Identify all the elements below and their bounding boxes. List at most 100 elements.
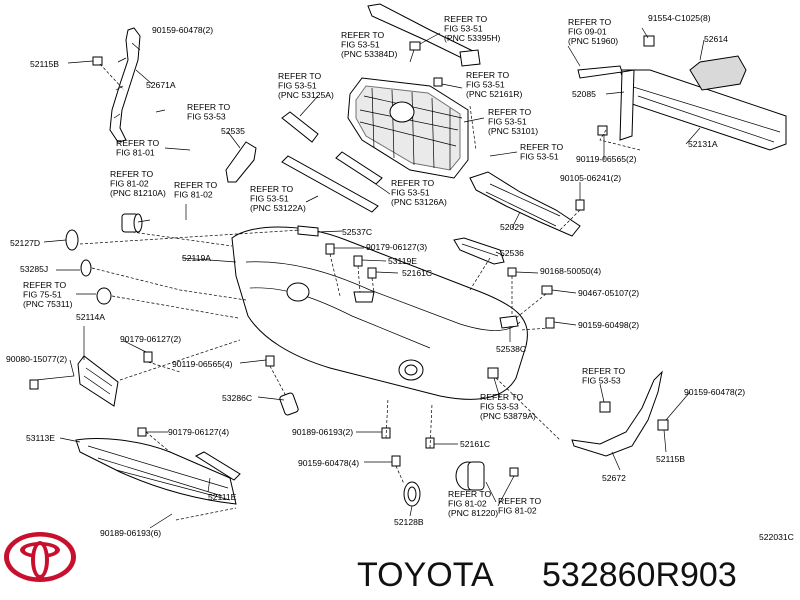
label-p90467-05107: 90467-05107(2)	[578, 288, 639, 298]
label-p52131a: 52131A	[688, 139, 718, 149]
label-line: REFER TO	[582, 366, 625, 376]
label-p52115b-left: 52115B	[30, 59, 59, 69]
label-line: (PNC 52161R)	[466, 89, 522, 99]
screw-90080	[29, 379, 39, 390]
label-p52127d: 52127D	[10, 238, 40, 248]
label-p52085: 52085	[572, 89, 596, 99]
label-line: REFER TO	[480, 392, 523, 402]
label-line: REFER TO	[444, 14, 487, 24]
label-line: (PNC 53395H)	[444, 33, 500, 43]
label-line: FIG 53-51	[391, 188, 430, 198]
label-line: (PNC 81220)	[448, 508, 498, 518]
side-bracket-52672	[571, 370, 663, 457]
grille-molding-53126a	[335, 151, 383, 185]
label-line: FIG 81-02	[174, 190, 213, 200]
label-line: REFER TO	[520, 142, 563, 152]
leader-lines	[35, 27, 705, 529]
label-line: FIG 81-02	[110, 179, 149, 189]
label-line: REFER TO	[278, 71, 321, 81]
clip-90467	[541, 285, 553, 295]
label-p90105-06241: 90105-06241(2)	[560, 173, 621, 183]
retainer-52538c	[499, 315, 519, 329]
label-p90168-50050: 90168-50050(4)	[540, 266, 601, 276]
label-line: FIG 53-51	[520, 152, 559, 162]
label-p52671a: 52671A	[146, 80, 176, 90]
label-line: FIG 53-53	[582, 376, 621, 386]
label-line: (PNC 53126A)	[391, 197, 447, 207]
bracket-52085	[619, 69, 635, 141]
label-line: REFER TO	[488, 107, 531, 117]
label-p52128b: 52128B	[394, 517, 424, 527]
label-line: FIG 09-01	[568, 27, 607, 37]
label-p53285j: 53285J	[20, 264, 48, 274]
label-p91554-c1025: 91554-C1025(8)	[648, 13, 711, 23]
label-line: REFER TO	[110, 169, 153, 179]
label-p90119-06565-2: 90119-06565(2)	[576, 154, 637, 164]
label-line: FIG 53-51	[341, 40, 380, 50]
label-p52614: 52614	[704, 34, 728, 44]
clip-53119e	[353, 255, 363, 267]
cover-53286c	[279, 392, 299, 416]
label-line: FIG 53-53	[480, 402, 519, 412]
screw-90119-06565-4	[265, 355, 275, 367]
label-line: REFER TO	[448, 489, 491, 499]
label-p52535: 52535	[221, 126, 245, 136]
label-p53119e: 53119E	[388, 256, 417, 266]
clip-90159-60498	[545, 317, 555, 329]
clip-90168	[507, 267, 517, 277]
ring-52128b	[403, 481, 421, 507]
grille-upper-strip	[367, 3, 481, 67]
label-line: (PNC 53384D)	[341, 49, 397, 59]
label-line: FIG 81-01	[116, 148, 155, 158]
clip-90179-06127-2	[143, 351, 153, 363]
clip-52115b-left	[92, 56, 103, 66]
retainer-52535	[225, 141, 257, 183]
radiator-grille	[347, 77, 469, 179]
label-line: FIG 81-02	[498, 506, 537, 516]
label-line: FIG 53-51	[250, 194, 289, 204]
label-p52537c: 52537C	[342, 227, 372, 237]
cover-53285j	[80, 259, 92, 277]
label-p52029: 52029	[500, 222, 524, 232]
label-line: (PNC 81210A)	[110, 188, 166, 198]
label-line: REFER TO	[498, 496, 541, 506]
side-bracket-52671a	[109, 27, 141, 143]
label-line: (PNC 53125A)	[278, 90, 334, 100]
label-line: FIG 53-51	[466, 80, 505, 90]
clip-90159-60478-4	[391, 455, 401, 467]
label-p52672: 52672	[602, 473, 626, 483]
label-p90080-15077: 90080-15077(2)	[6, 354, 67, 364]
label-line: REFER TO	[250, 184, 293, 194]
tow-eye-51960	[577, 65, 623, 79]
label-p52536: 52536	[500, 248, 524, 258]
bolt-90119-06565-2	[597, 125, 608, 136]
clip-fig8102-c	[509, 467, 519, 477]
label-line: (PNC 53122A)	[250, 203, 306, 213]
bolt-91554	[643, 35, 655, 47]
label-p52119a: 52119A	[182, 253, 211, 263]
lower-grille-53113e	[75, 438, 237, 505]
label-p52111e: 52111E	[208, 492, 237, 502]
label-line: FIG 53-53	[187, 112, 226, 122]
label-p90159-60478-4: 90159-60478(4)	[298, 458, 359, 468]
label-line: REFER TO	[187, 102, 230, 112]
clip-52115b-right	[657, 419, 669, 431]
label-p90179-06127-3: 90179-06127(3)	[366, 242, 427, 252]
label-p90189-06193-6: 90189-06193(6)	[100, 528, 161, 538]
clip-52161c-top	[367, 267, 377, 279]
clip-90179-06127-3	[325, 243, 335, 255]
clip-52127d	[65, 229, 79, 251]
label-line: (PNC 51960)	[568, 36, 618, 46]
